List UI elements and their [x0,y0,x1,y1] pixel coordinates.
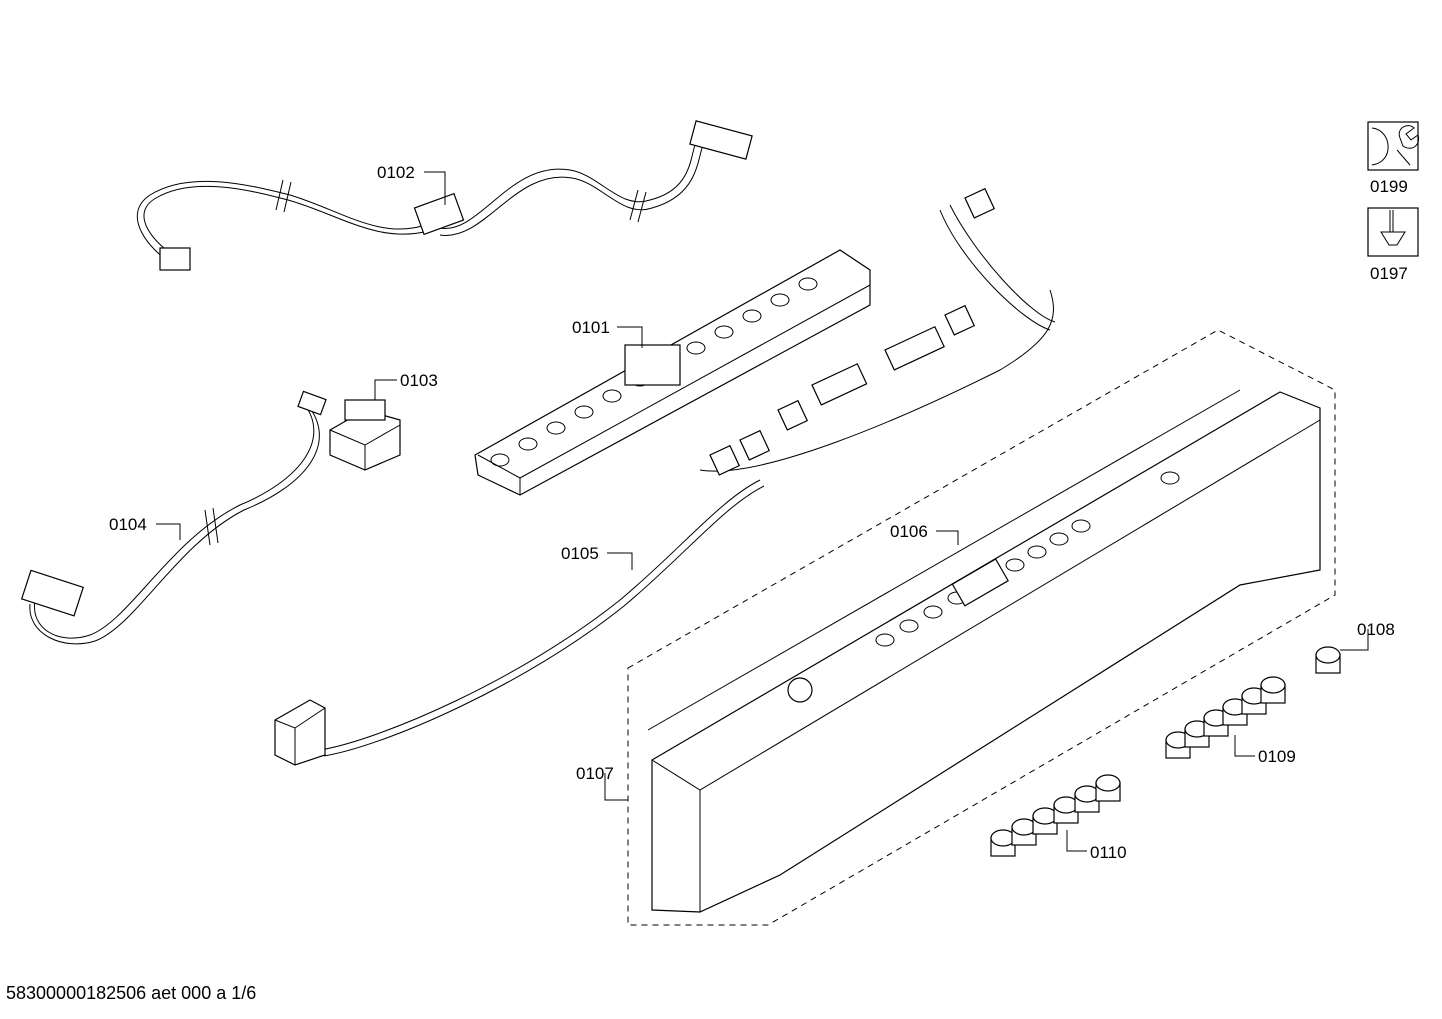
part-label-0101: 0101 [572,318,610,337]
part-label-0106: 0106 [890,522,928,541]
button-caps [990,646,1341,857]
part-label-0110: 0110 [1090,843,1127,862]
control-module-0101 [474,249,871,496]
part-label-0105: 0105 [561,544,599,563]
wire-0104 [20,390,327,645]
sensor-bracket-0103 [329,399,401,471]
fascia-assembly-0106-0107 [627,329,1336,926]
document-footer: 58300000182506 aet 000 a 1/6 [6,983,257,1003]
part-label-0107: 0107 [576,764,614,783]
tool-label-0197: 0197 [1370,264,1408,283]
leader-lines [156,171,1369,852]
cable-harness-0102 [136,120,753,271]
part-label-0108: 0108 [1357,620,1395,639]
tool-label-0199: 0199 [1370,177,1408,196]
part-label-0102: 0102 [377,163,415,182]
screwdriver-icon [1367,207,1419,257]
harness-0105 [274,187,1056,766]
part-label-0109: 0109 [1258,747,1296,766]
part-label-0104: 0104 [109,515,147,534]
part-label-0103: 0103 [400,371,438,390]
wrench-icon [1367,121,1420,171]
